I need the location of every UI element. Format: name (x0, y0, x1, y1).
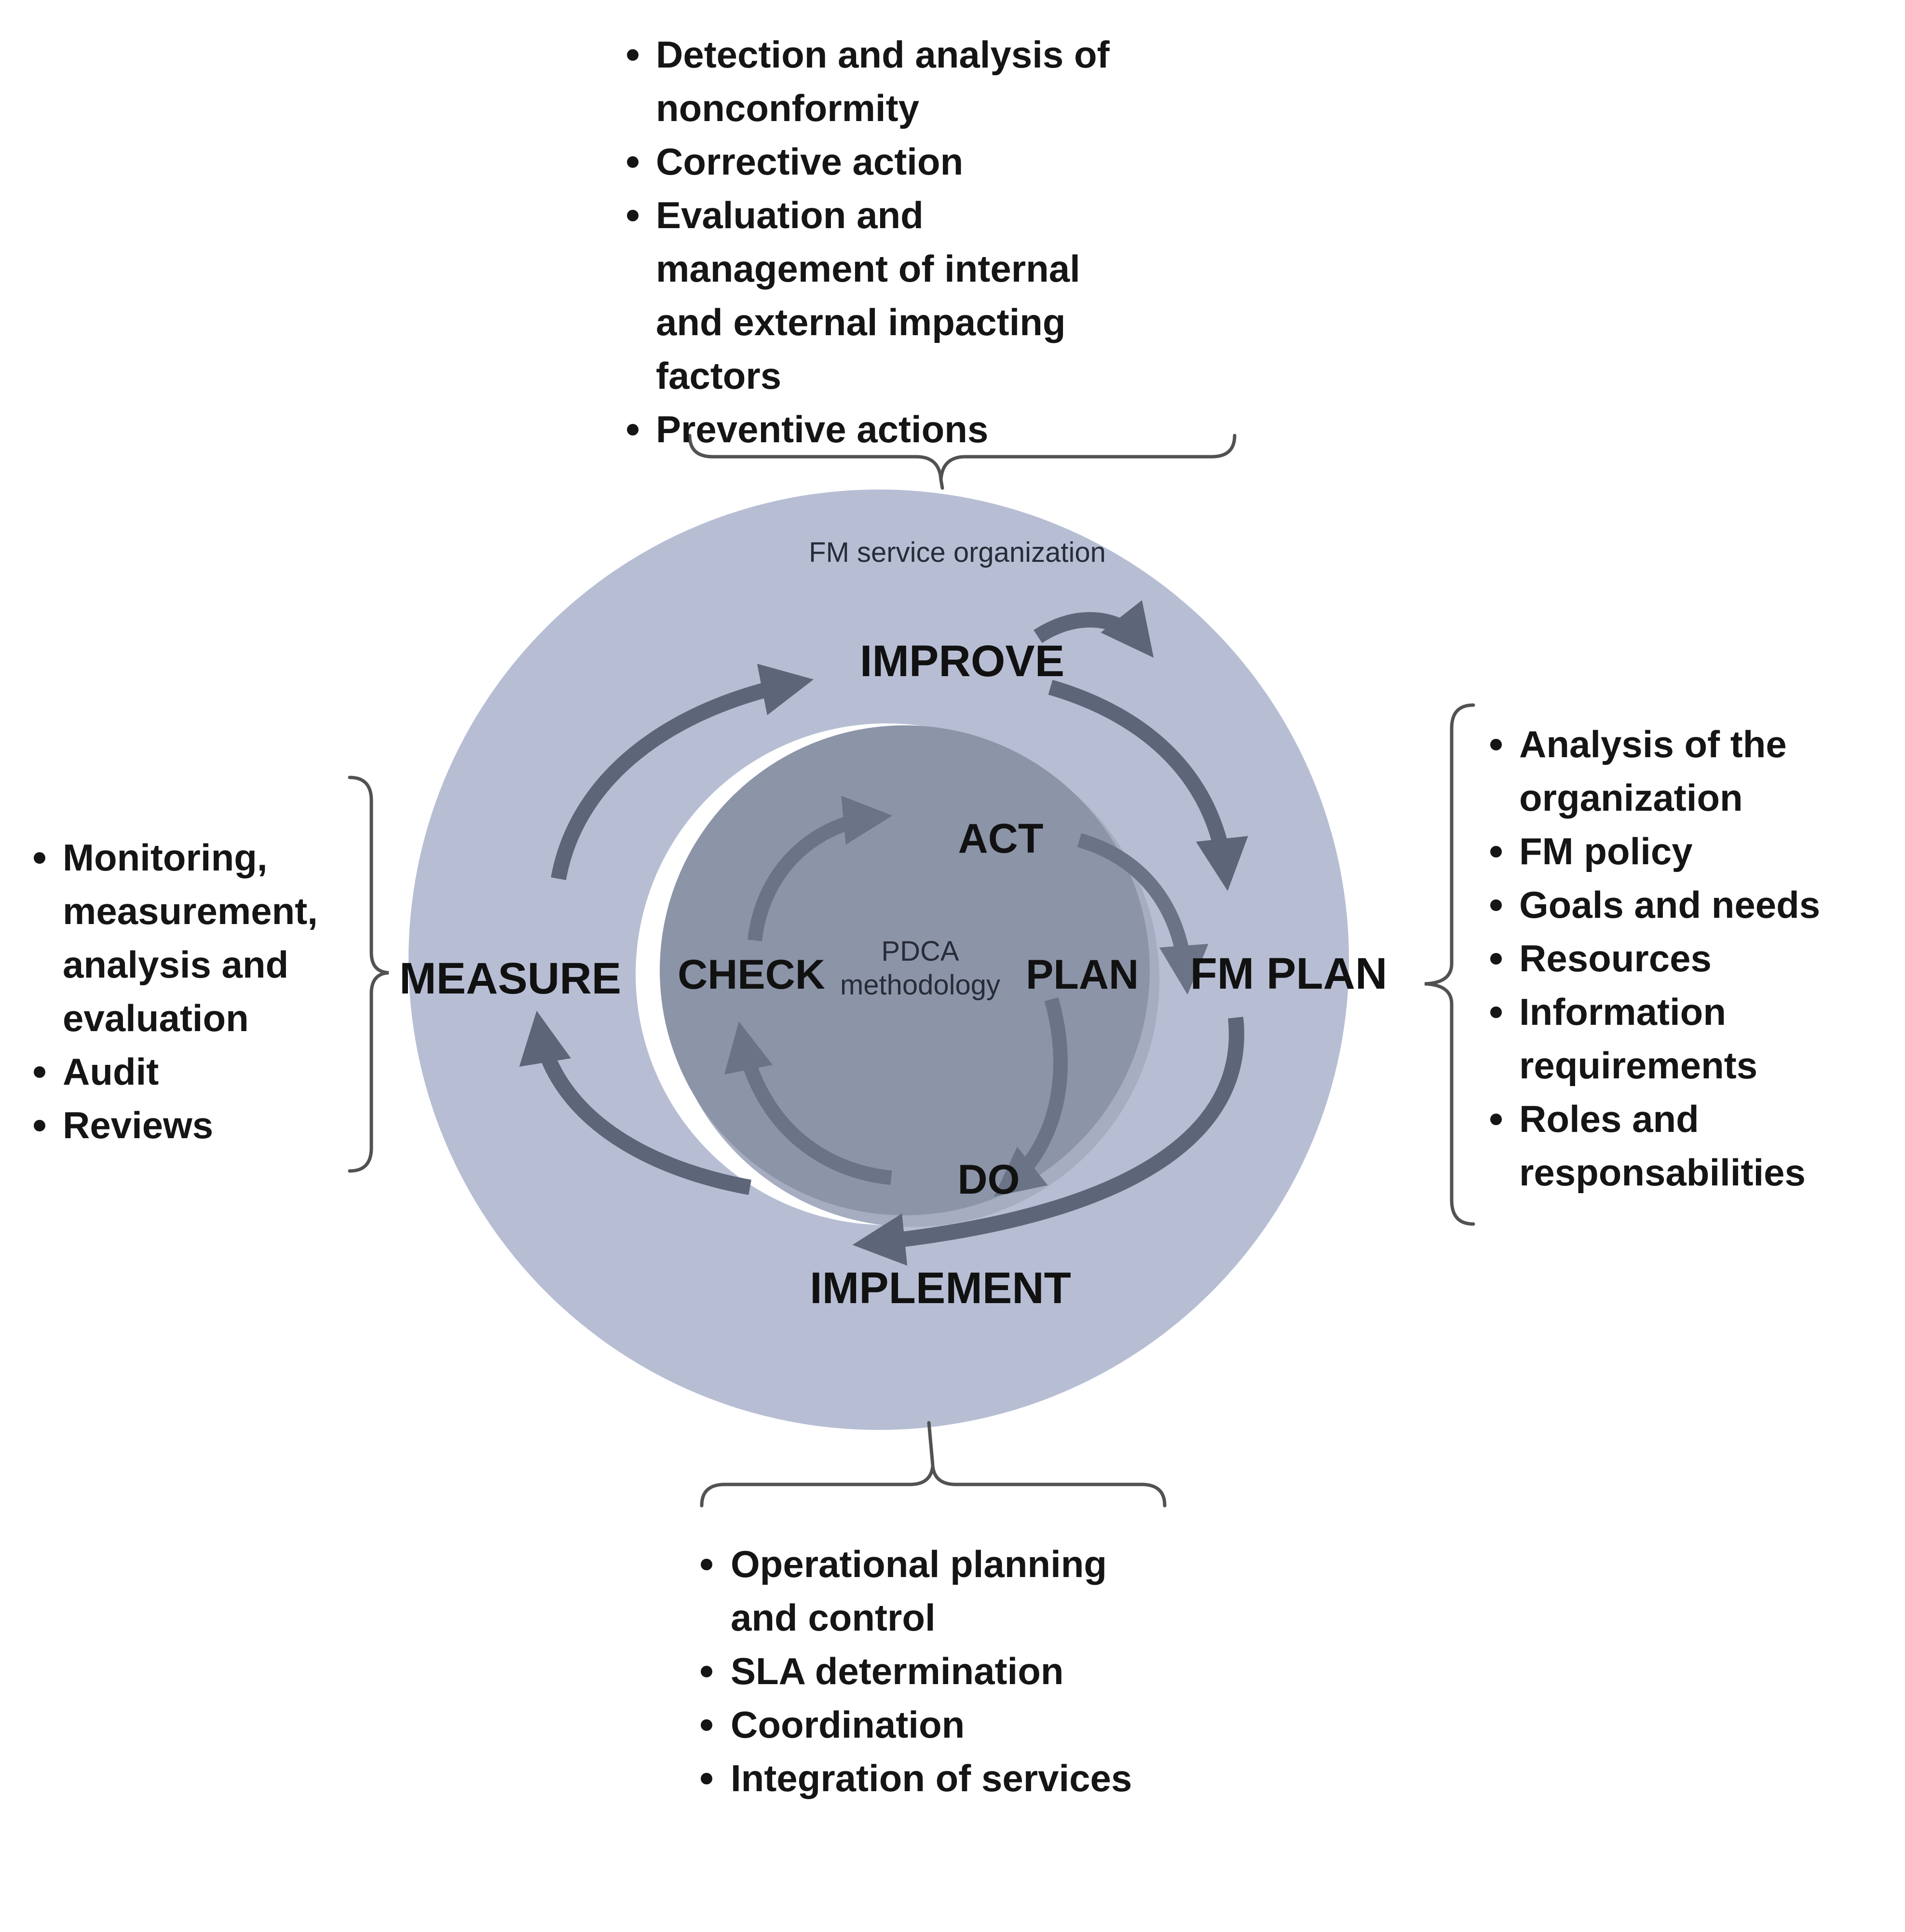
callout-measure-item: evaluation (63, 997, 249, 1039)
bullet-icon (701, 1773, 712, 1784)
callout-improve-item: Evaluation and (656, 194, 924, 236)
stage-measure-label: MEASURE (399, 954, 621, 1003)
brace-improve (688, 434, 1237, 490)
arrow-check-to-act (748, 795, 893, 941)
bullet-icon (34, 1066, 45, 1078)
arrow-act-to-plan (1077, 833, 1209, 995)
bullet-icon (701, 1719, 712, 1731)
stage-check-label: CHECK (678, 952, 825, 998)
bullet-icon (1490, 953, 1502, 965)
brace-implement-connector (927, 1421, 935, 1467)
callout-improve-item: Preventive actions (656, 408, 988, 450)
callout-fm-plan-item: Roles and (1519, 1098, 1699, 1140)
bullet-icon (627, 156, 639, 168)
callout-implement-item: Coordination (731, 1703, 965, 1746)
bullet-icon (1490, 846, 1502, 857)
bullet-icon (1490, 739, 1502, 750)
arrow-measure-to-improve (551, 664, 814, 880)
center-label-line1: PDCA (881, 936, 959, 967)
callout-implement-item: Operational planning (731, 1543, 1107, 1585)
callout-improve-item: Detection and analysis of (656, 33, 1110, 76)
brace-implement (700, 1466, 1167, 1508)
bullet-icon (701, 1666, 712, 1677)
stage-improve-label: IMPROVE (860, 637, 1064, 686)
stage-do-label: DO (958, 1156, 1020, 1203)
organization-label: FM service organization (809, 537, 1106, 568)
arrow-improve-to-fmplan (1048, 680, 1248, 891)
callout-fm-plan-item: Resources (1519, 937, 1712, 980)
outer-cycle-arrows (519, 600, 1248, 1266)
callout-measure-item: analysis and (63, 943, 288, 986)
callout-improve-item: management of internal (656, 247, 1080, 290)
callout-measure-item: measurement, (63, 890, 318, 932)
center-label-line2: methodology (840, 969, 1000, 1001)
stage-plan-label: PLAN (1026, 952, 1139, 998)
callout-implement: Operational planning and control SLA det… (701, 1543, 1132, 1799)
bullet-icon (627, 49, 639, 61)
callout-fm-plan: Analysis of the organization FM policy G… (1490, 723, 1820, 1194)
callout-improve-item: nonconformity (656, 87, 919, 129)
callout-fm-plan-item: requirements (1519, 1044, 1757, 1087)
callout-measure-item: Reviews (63, 1104, 213, 1146)
bullet-icon (627, 424, 639, 435)
callout-implement-item: SLA determination (731, 1650, 1064, 1692)
callout-measure: Monitoring, measurement, analysis and ev… (34, 836, 318, 1146)
bullet-icon (34, 1120, 45, 1131)
callout-fm-plan-item: Information (1519, 991, 1726, 1033)
inner-cycle-arrows (724, 795, 1209, 1197)
stage-implement-label: IMPLEMENT (810, 1264, 1071, 1313)
callout-measure-item: Monitoring, (63, 836, 268, 879)
bullet-icon (1490, 899, 1502, 911)
callout-implement-item: Integration of services (731, 1757, 1132, 1799)
callout-fm-plan-item: Goals and needs (1519, 884, 1820, 926)
arrow-fmplan-to-implement (852, 1017, 1244, 1266)
callout-measure-item: Audit (63, 1050, 159, 1093)
arrow-plan-to-do (994, 997, 1068, 1197)
callout-fm-plan-item: FM policy (1519, 830, 1693, 872)
callout-improve: Detection and analysis of nonconformity … (627, 33, 1110, 450)
brace-fm-plan (1424, 703, 1475, 1226)
callout-improve-item: factors (656, 354, 781, 397)
stage-fm-plan-label: FM PLAN (1190, 949, 1388, 998)
bullet-icon (701, 1559, 712, 1570)
arrow-implement-to-measure (519, 1010, 751, 1195)
callout-improve-item: and external impacting (656, 301, 1066, 343)
callout-braces (348, 434, 1475, 1508)
arrow-do-to-check (724, 1021, 892, 1185)
inner-circle (660, 725, 1150, 1215)
arrow-improve-exit-icon (1034, 600, 1154, 658)
bullet-icon (34, 852, 45, 864)
callout-fm-plan-item: organization (1519, 776, 1743, 819)
bullet-icon (627, 210, 639, 221)
callout-implement-item: and control (731, 1596, 936, 1639)
bullet-icon (1490, 1007, 1502, 1018)
callout-improve-item: Corrective action (656, 140, 963, 183)
callout-fm-plan-item: Analysis of the (1519, 723, 1787, 765)
bullet-icon (1490, 1114, 1502, 1125)
stage-act-label: ACT (958, 816, 1044, 862)
callout-fm-plan-item: responsabilities (1519, 1151, 1806, 1194)
brace-measure (348, 776, 389, 1173)
